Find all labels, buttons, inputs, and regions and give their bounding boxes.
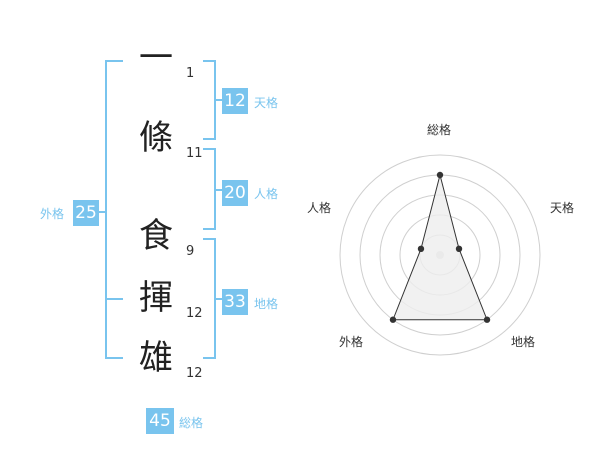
soukaku-label: 総格 <box>179 416 204 430</box>
radar-point-4 <box>389 316 397 323</box>
name-char-4: 揮 <box>139 278 173 318</box>
name-char-2: 條 <box>139 118 173 158</box>
chikaku-badge: 33 <box>222 289 248 315</box>
stroke-count-3: 9 <box>186 244 195 259</box>
tenkaku-label: 天格 <box>254 96 279 110</box>
gaikaku-label: 外格 <box>40 207 65 221</box>
gaikaku-badge: 25 <box>73 200 99 226</box>
stroke-count-2: 11 <box>186 146 203 161</box>
name-char-5: 雄 <box>139 338 173 378</box>
jinkaku-label: 人格 <box>254 187 279 201</box>
soukaku-badge: 45 <box>146 408 174 434</box>
chikaku-bracket <box>203 238 216 359</box>
stroke-count-4: 12 <box>186 306 203 321</box>
tenkaku-bracket-tick <box>216 99 222 101</box>
gaikaku-bracket-tick <box>99 211 105 213</box>
stroke-count-1: 1 <box>186 66 195 81</box>
jinkaku-badge: 20 <box>222 180 248 206</box>
tenkaku-badge: 12 <box>222 88 248 114</box>
radar-point-3 <box>483 316 491 323</box>
stroke-count-5: 12 <box>186 366 203 381</box>
radar-label-soukaku: 総格 <box>427 123 452 137</box>
radar-label-tenkaku: 天格 <box>550 201 575 215</box>
name-char-3: 食 <box>139 216 173 256</box>
radar-label-gaikaku: 外格 <box>339 335 364 349</box>
radar-area <box>392 174 488 321</box>
radar-point-1 <box>436 171 444 179</box>
jinkaku-bracket-tick <box>216 189 222 191</box>
radar-label-chikaku: 地格 <box>511 335 536 349</box>
gaikaku-bracket <box>105 60 123 359</box>
gaikaku-inner-tick <box>106 298 123 300</box>
jinkaku-bracket <box>203 148 216 230</box>
radar-point-5 <box>417 245 425 253</box>
radar-label-jinkaku: 人格 <box>307 201 332 215</box>
chikaku-bracket-tick <box>216 298 222 300</box>
name-char-1: 一 <box>139 38 173 78</box>
chikaku-label: 地格 <box>254 297 279 311</box>
tenkaku-bracket <box>203 60 216 140</box>
radar-point-2 <box>455 245 463 253</box>
radar-grid-ring <box>339 154 541 356</box>
